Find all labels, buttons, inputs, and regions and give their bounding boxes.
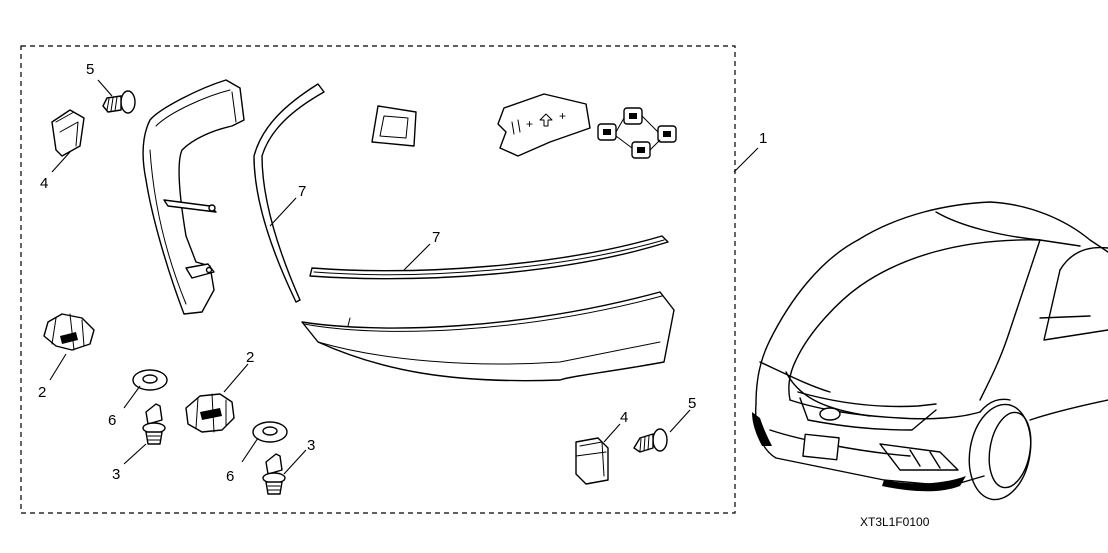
clip-set: [597, 107, 677, 159]
callout-5-bottom: 5: [688, 395, 696, 412]
vehicle-illustration: [752, 201, 1108, 501]
front-lip-spoiler: [301, 291, 675, 382]
part-code-label: XT3L1F0100: [860, 515, 930, 529]
kit-boundary-box: [20, 45, 736, 514]
push-rivet-part-3-left: [142, 403, 166, 445]
clip-part-4-top: [51, 109, 85, 157]
callout-3-left: 3: [112, 466, 120, 483]
fastener-part-2-center: [185, 393, 235, 433]
callout-1: 1: [759, 130, 767, 147]
callout-2-left: 2: [38, 384, 46, 401]
washer-part-6-center: [252, 421, 288, 443]
callout-4-top: 4: [40, 175, 48, 192]
clip-part-4-bottom: [575, 437, 609, 485]
callout-2-center: 2: [246, 349, 254, 366]
callout-4-bottom: 4: [620, 409, 628, 426]
callout-6-center: 6: [226, 468, 234, 485]
svg-text:+: +: [559, 109, 566, 123]
callout-5-top: 5: [86, 61, 94, 78]
installation-template: + +: [497, 93, 591, 157]
molding-strip-part-7-horizontal: [309, 235, 669, 280]
push-rivet-part-3-center: [262, 453, 286, 495]
leader-lines: [49, 79, 759, 475]
screw-part-5-top: [102, 90, 136, 114]
adhesive-pad: [371, 105, 417, 147]
left-side-spoiler: [142, 79, 245, 315]
svg-text:+: +: [526, 117, 533, 131]
fastener-part-2-left: [43, 313, 95, 351]
molding-strip-part-7-vertical: [253, 83, 325, 303]
callout-7-vertical: 7: [298, 183, 306, 200]
callout-3-center: 3: [307, 437, 315, 454]
washer-part-6-left: [132, 369, 168, 391]
callout-7-horizontal: 7: [432, 229, 440, 246]
screw-part-5-bottom: [633, 428, 668, 453]
callout-6-left: 6: [108, 412, 116, 429]
